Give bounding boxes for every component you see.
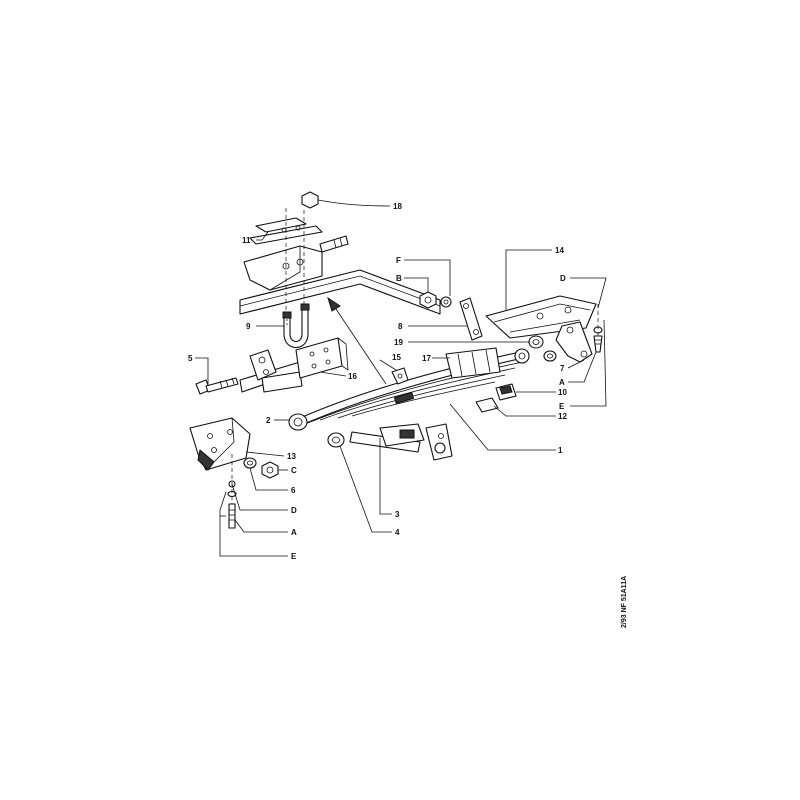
callout-d-right: D [560, 274, 566, 283]
callout-d-left: D [291, 506, 297, 515]
nut-part-c [261, 461, 279, 479]
reference-code: 2/93 NF 51A11A [621, 576, 628, 628]
bolt-part-a-left [227, 480, 237, 529]
shackle-bushing-part-19 [528, 335, 557, 362]
bump-pad-part-10 [495, 383, 517, 401]
shackle-plate-part-8 [459, 297, 483, 341]
callout-labels: 18 11 9 5 2 13 C 6 D A E 3 4 16 15 17 1 … [188, 202, 567, 561]
callout-13: 13 [287, 452, 296, 461]
callout-18: 18 [393, 202, 402, 211]
callout-e-right: E [559, 402, 565, 411]
washer-part-f [440, 296, 452, 308]
shackle-part-7 [555, 321, 593, 363]
callout-14: 14 [555, 246, 564, 255]
callout-10: 10 [558, 388, 567, 397]
callout-e-left: E [291, 552, 297, 561]
callout-19: 19 [394, 338, 403, 347]
callout-a-right: A [559, 378, 565, 387]
bolt-part-a-right [593, 326, 603, 353]
callout-b-right: B [396, 274, 402, 283]
callout-8: 8 [398, 322, 403, 331]
callout-2: 2 [266, 416, 271, 425]
spring-bushing-part-4 [327, 432, 345, 448]
callout-9: 9 [246, 322, 251, 331]
spring-eye-bushing-left [288, 413, 308, 431]
bushing-part-6 [243, 457, 257, 469]
bump-stop-part-15 [391, 367, 409, 385]
callout-12: 12 [558, 412, 567, 421]
spring-eye-right [514, 348, 530, 364]
callout-7: 7 [560, 364, 565, 373]
spring-bracket-plate [295, 337, 349, 379]
clamp-bracket-part-17 [445, 347, 501, 379]
callout-17: 17 [422, 354, 431, 363]
plate-part-12 [475, 397, 499, 413]
callout-a-left: A [291, 528, 297, 537]
callout-15: 15 [392, 353, 401, 362]
front-hanger-bracket [189, 417, 251, 471]
direction-arrow [327, 296, 387, 385]
ubolt-assembly [239, 191, 441, 349]
callout-3: 3 [395, 510, 400, 519]
callout-c-left: C [291, 466, 297, 475]
axle-side-bracket [249, 349, 303, 393]
callout-6: 6 [291, 486, 296, 495]
leader-lines [195, 199, 607, 557]
callout-f-right: F [396, 256, 401, 265]
callout-11: 11 [242, 236, 251, 245]
callout-4: 4 [395, 528, 400, 537]
callout-16: 16 [348, 372, 357, 381]
nut-part-b [419, 291, 437, 309]
callout-5: 5 [188, 354, 193, 363]
bolt-part-5 [195, 377, 239, 395]
callout-1: 1 [558, 446, 563, 455]
axle-center-bracket [379, 423, 453, 461]
